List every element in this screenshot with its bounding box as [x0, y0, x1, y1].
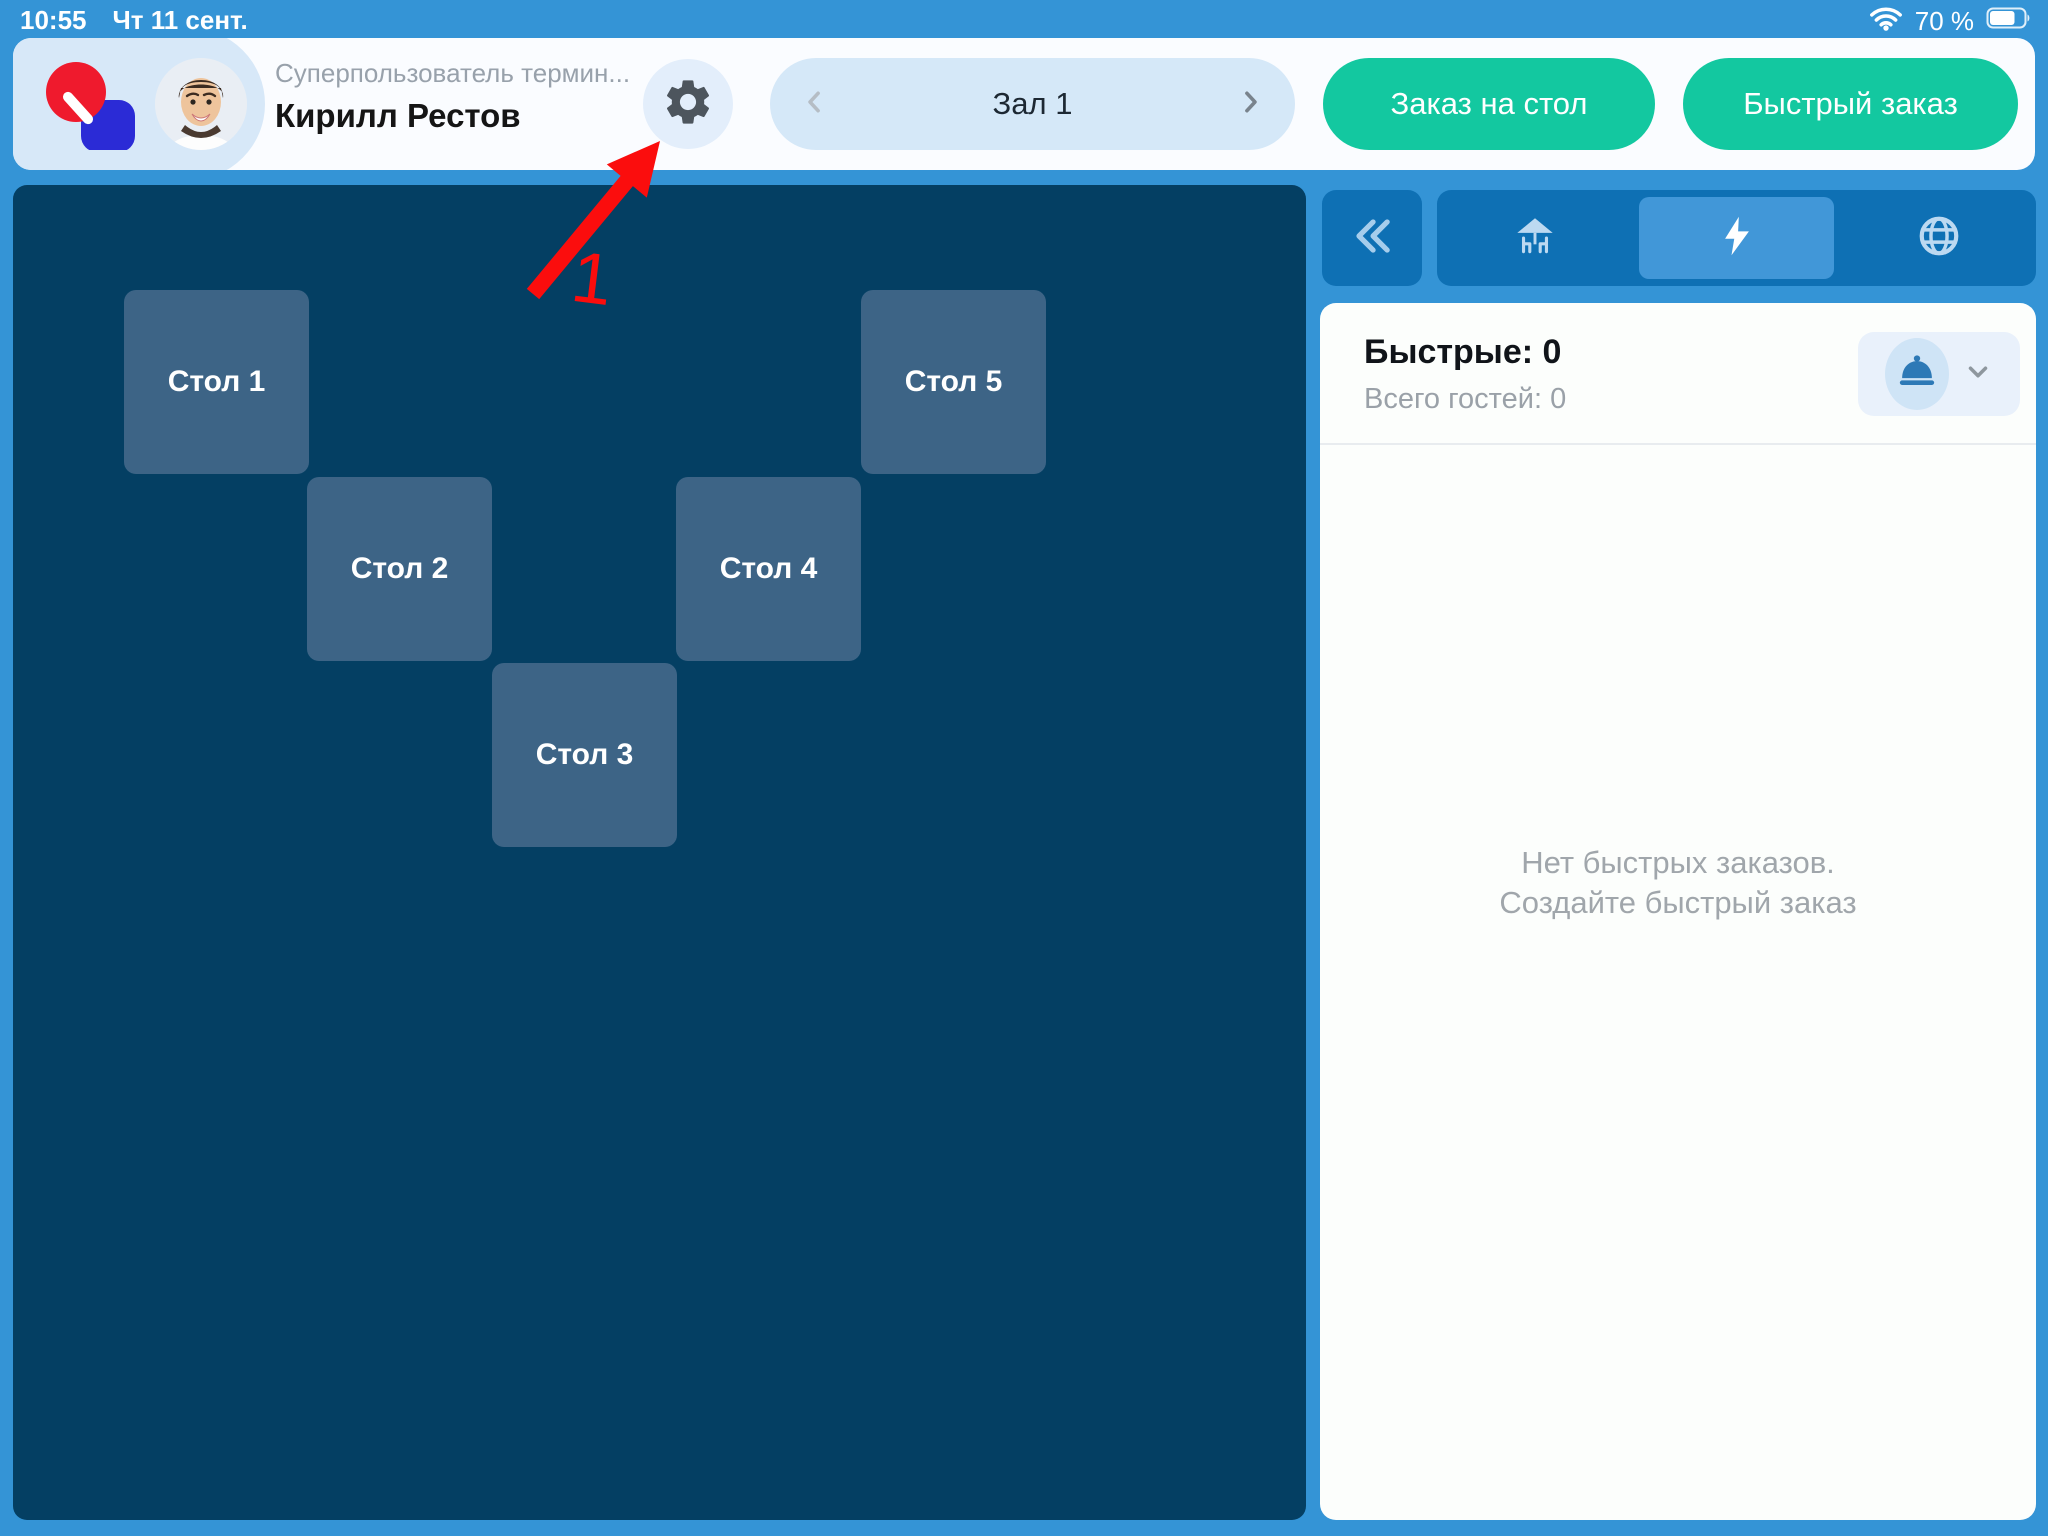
guests-total: Всего гостей: 0 [1364, 383, 1567, 415]
floor-plan: Стол 1 Стол 2 Стол 3 Стол 4 Стол 5 [13, 185, 1306, 1520]
chevron-down-icon [1963, 357, 1993, 392]
status-time: 10:55 [20, 5, 87, 35]
table-tile-5[interactable]: Стол 5 [861, 290, 1046, 474]
table-tile-2[interactable]: Стол 2 [307, 477, 492, 661]
umbrella-table-icon [1510, 211, 1560, 266]
wifi-icon [1869, 5, 1903, 38]
panel-tab-bar [1437, 190, 2036, 286]
gear-icon [661, 75, 715, 134]
table-label: Стол 4 [719, 552, 818, 585]
double-chevron-left-icon [1346, 210, 1398, 267]
tab-quick-orders[interactable] [1639, 197, 1834, 279]
quick-resto-logo[interactable] [43, 62, 135, 152]
table-order-button[interactable]: Заказ на стол [1323, 58, 1655, 150]
quick-orders-count: Быстрые: 0 [1364, 333, 1562, 371]
quick-orders-panel: Быстрые: 0 Всего гостей: 0 Нет быстрых з… [1320, 303, 2036, 1520]
status-bar: 10:55 Чт 11 сент. 70 % [0, 0, 2048, 38]
hall-name: Зал 1 [992, 86, 1073, 121]
cloche-oval [1885, 338, 1949, 410]
battery-icon [1986, 6, 2032, 37]
table-label: Стол 1 [167, 365, 266, 398]
header-bar: Суперпользователь термин... Кирилл Ресто… [13, 38, 2035, 170]
user-info[interactable]: Суперпользователь термин... Кирилл Ресто… [275, 58, 645, 135]
status-date: Чт 11 сент. [112, 5, 248, 35]
user-role: Суперпользователь термин... [275, 58, 631, 88]
table-label: Стол 5 [904, 365, 1003, 398]
table-tile-1[interactable]: Стол 1 [124, 290, 309, 474]
cloche-icon [1896, 351, 1938, 398]
empty-state-line2: Создайте быстрый заказ [1499, 885, 1857, 920]
table-tile-4[interactable]: Стол 4 [676, 477, 861, 661]
globe-icon [1916, 213, 1962, 264]
hall-selector[interactable]: Зал 1 [770, 58, 1295, 150]
empty-state-line1: Нет быстрых заказов. [1521, 845, 1835, 880]
tab-halls[interactable] [1437, 190, 1632, 286]
settings-button[interactable] [643, 59, 733, 149]
table-label: Стол 2 [350, 552, 449, 585]
user-name: Кирилл Рестов [275, 97, 521, 134]
battery-percent: 70 % [1914, 6, 1974, 36]
empty-state-message: Нет быстрых заказов. Создайте быстрый за… [1320, 843, 2036, 923]
hall-prev-button[interactable] [800, 84, 830, 125]
tab-delivery[interactable] [1841, 190, 2036, 286]
table-tile-3[interactable]: Стол 3 [492, 663, 677, 847]
user-avatar[interactable] [155, 58, 247, 150]
collapse-panel-button[interactable] [1322, 190, 1422, 286]
quick-order-button[interactable]: Быстрый заказ [1683, 58, 2018, 150]
lightning-icon [1715, 214, 1759, 263]
panel-divider [1320, 443, 2036, 445]
hall-next-button[interactable] [1235, 84, 1265, 125]
table-label: Стол 3 [535, 738, 634, 771]
serve-filter-button[interactable] [1858, 332, 2020, 416]
